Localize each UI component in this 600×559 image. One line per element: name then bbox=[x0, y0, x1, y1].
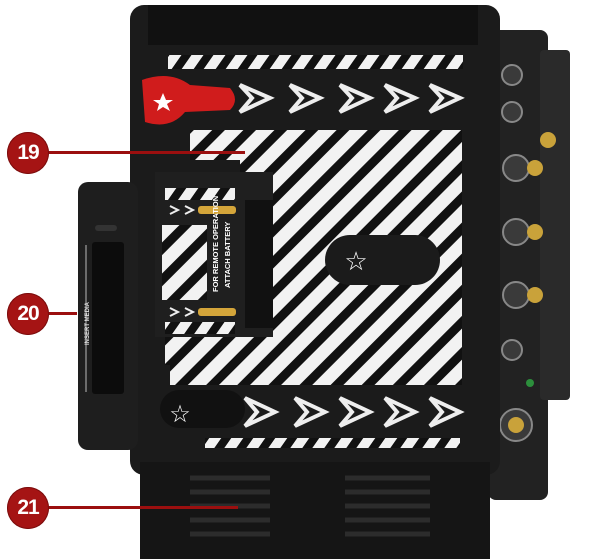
callout-number: 19 bbox=[17, 141, 39, 164]
battery-label-line2: ATTACH BATTERY bbox=[223, 222, 232, 288]
star-icon: ☆ bbox=[344, 246, 367, 276]
media-slot[interactable] bbox=[92, 242, 124, 394]
insert-media-label: INSERT MEDIA bbox=[85, 301, 91, 345]
leader-line-21 bbox=[45, 506, 238, 509]
connector-panel bbox=[488, 30, 570, 500]
leader-line-19 bbox=[45, 151, 245, 154]
media-module[interactable]: INSERT MEDIA bbox=[78, 182, 138, 450]
callout-20: 20 bbox=[7, 293, 49, 335]
star-icon: ☆ bbox=[169, 401, 191, 428]
mount-slot bbox=[325, 235, 440, 285]
callout-number: 20 bbox=[17, 302, 39, 325]
callout-21: 21 bbox=[7, 487, 49, 529]
battery-label-line1: FOR REMOTE OPERATION bbox=[211, 196, 220, 292]
callout-number: 21 bbox=[17, 496, 39, 519]
callout-19: 19 bbox=[7, 132, 49, 174]
arrow-chevron-icon bbox=[243, 396, 465, 428]
arrow-chevron-icon bbox=[238, 83, 465, 114]
leader-line-20 bbox=[45, 312, 77, 315]
release-latch-icon[interactable] bbox=[142, 76, 235, 125]
